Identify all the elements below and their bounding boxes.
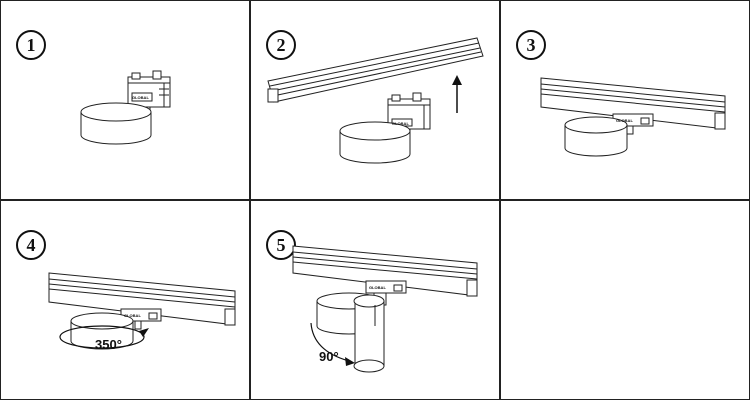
step-panel-4: 4 350° GLOBAL <box>0 200 250 400</box>
horizontal-rotation-illustration: 350° GLOBAL <box>48 272 236 352</box>
step-number-badge: 4 <box>16 230 46 260</box>
rotation-angle-label: 350° <box>95 337 122 352</box>
adapter-brand-mark: GLOBAL <box>392 121 409 126</box>
tilt-angle-label: 90° <box>319 349 339 364</box>
step-number-badge: 5 <box>266 230 296 260</box>
adapter-brand-mark: GLOBAL <box>616 118 633 123</box>
step-number-badge: 1 <box>16 30 46 60</box>
step-number-badge: 3 <box>516 30 546 60</box>
empty-panel <box>500 200 750 400</box>
step-panel-3: 3 GLOBAL <box>500 0 750 200</box>
adapter-brand-mark: GLOBAL <box>132 95 149 100</box>
adapter-in-track-illustration: GLOBAL <box>540 77 726 157</box>
adapter-with-spotlight-illustration: GLOBAL <box>80 70 171 145</box>
adapter-brand-mark: GLOBAL <box>124 313 141 318</box>
step-panel-5: 5 <box>250 200 500 400</box>
vertical-tilt-illustration: 90° GLOBAL <box>292 245 478 373</box>
step-number-badge: 2 <box>266 30 296 60</box>
adapter-brand-mark: GLOBAL <box>369 285 386 290</box>
step-panel-2: 2 <box>250 0 500 200</box>
step-panel-1: 1 GLOBAL <box>0 0 250 200</box>
track-insertion-illustration: GLOBAL <box>267 37 484 164</box>
